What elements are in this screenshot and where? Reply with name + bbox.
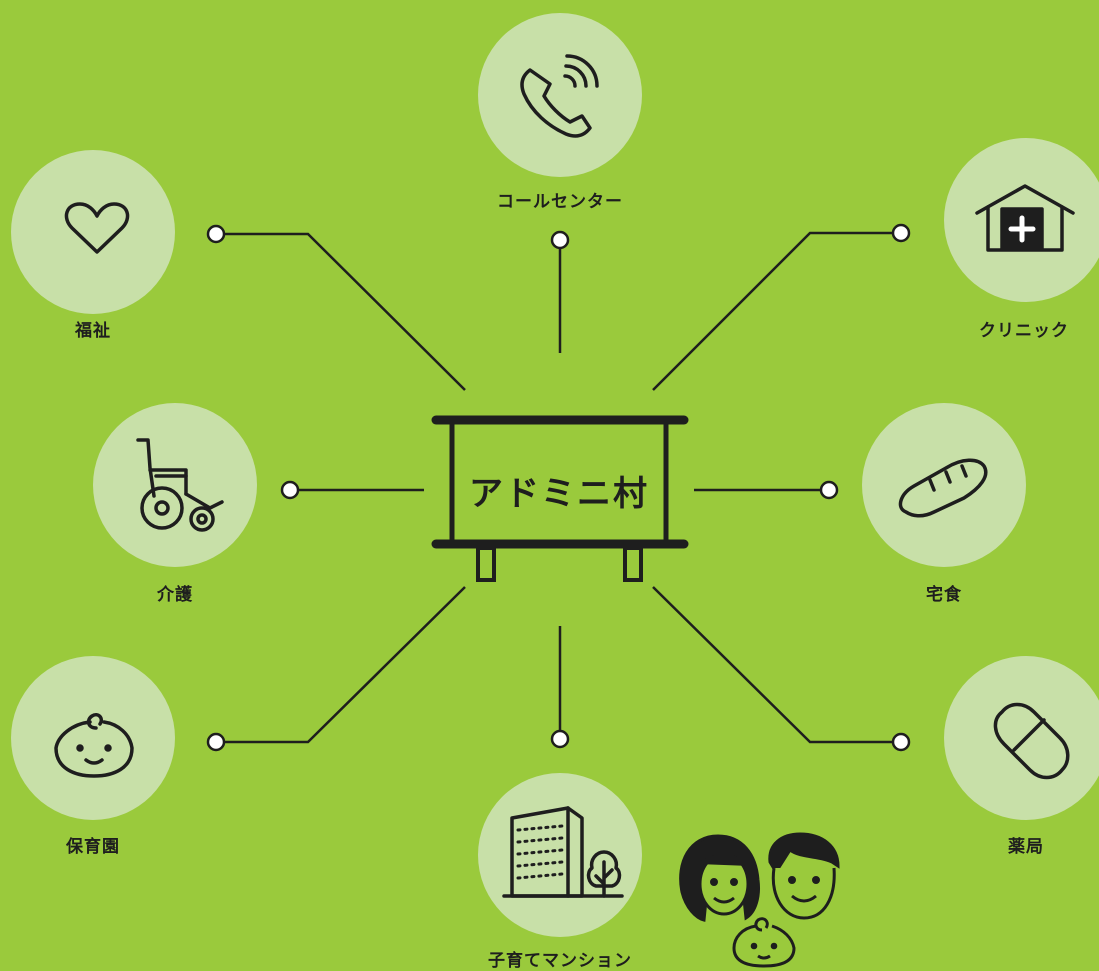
node-meal [862,403,1026,567]
node-care [93,403,257,567]
connector-dot [280,480,300,500]
clinic-house-icon [975,184,1075,252]
pill-icon [993,702,1070,780]
father-face [768,832,840,920]
connector-lines [224,231,893,744]
node-welfare [11,150,175,314]
node-pharmacy [944,656,1099,820]
mother-face [679,834,760,922]
village-title: アドミニ村 [469,474,649,514]
connector-dot [550,230,570,250]
connector-dot [550,729,570,749]
bread-icon [898,458,988,518]
connector-dot [819,480,839,500]
connector-pharmacy [652,586,893,744]
heart-icon [64,202,130,254]
connector-welfare [224,232,466,391]
connector-dots [206,223,911,752]
connector-dot [891,732,911,752]
connector-dot [206,224,226,244]
family-baby-face [732,917,796,968]
label-clinic: クリニック [979,321,1069,341]
connector-nursery [224,586,466,744]
label-mansion: 子育てマンション [488,951,632,971]
label-pharmacy: 薬局 [1008,837,1044,857]
label-call-center: コールセンター [497,192,623,212]
signboard-leg-right [623,546,643,582]
label-meal: 宅食 [926,585,962,605]
signboard-leg-left [476,546,496,582]
signboard [431,415,689,582]
phone-icon [520,54,599,138]
label-care: 介護 [157,585,193,605]
connector-dot [206,732,226,752]
label-welfare: 福祉 [75,321,111,341]
node-call-center [478,13,642,177]
connector-dot [891,223,911,243]
family-illustration [679,832,840,968]
wheelchair-icon [136,438,224,532]
node-nursery [11,656,175,820]
connector-clinic [652,231,893,391]
baby-icon [54,712,134,778]
label-nursery: 保育園 [66,837,120,857]
node-mansion [478,773,642,937]
apartment-tree-icon [502,806,624,898]
